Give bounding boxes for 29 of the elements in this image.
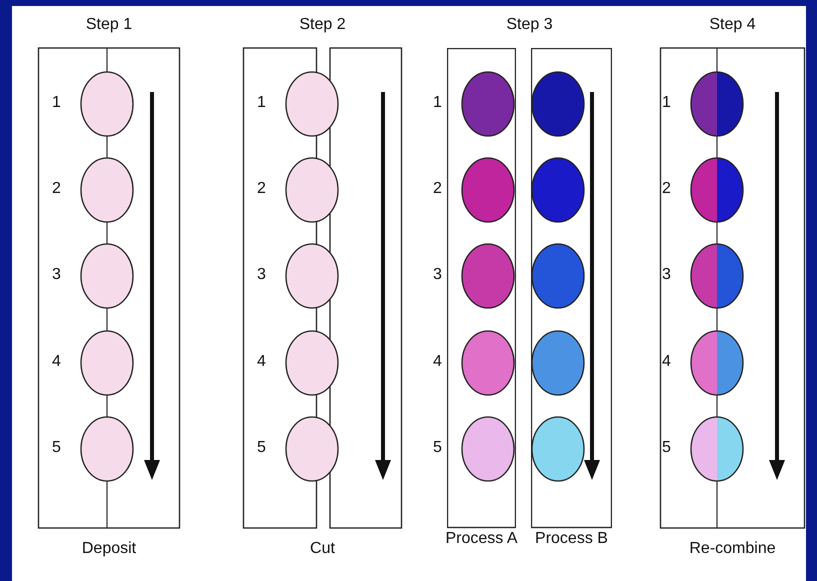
row-number: 1 bbox=[662, 94, 671, 112]
row-number: 5 bbox=[433, 439, 442, 457]
row-number: 3 bbox=[662, 266, 671, 284]
row-number: 3 bbox=[433, 266, 442, 284]
step-caption: Cut bbox=[309, 540, 336, 558]
row-number: 1 bbox=[52, 94, 61, 112]
process-caption: Process A bbox=[444, 530, 519, 548]
step-heading: Step 1 bbox=[84, 16, 134, 34]
row-number: 2 bbox=[662, 180, 671, 198]
step-caption: Deposit bbox=[80, 540, 138, 558]
row-number: 5 bbox=[52, 439, 61, 457]
row-number: 1 bbox=[257, 94, 266, 112]
row-number: 2 bbox=[257, 180, 266, 198]
row-number: 2 bbox=[433, 180, 442, 198]
row-number: 2 bbox=[52, 180, 61, 198]
step-caption: Re-combine bbox=[688, 540, 777, 558]
row-number: 5 bbox=[257, 439, 266, 457]
row-number: 5 bbox=[662, 439, 671, 457]
row-number: 4 bbox=[662, 353, 671, 371]
row-number: 1 bbox=[433, 94, 442, 112]
row-number: 3 bbox=[257, 266, 266, 284]
process-caption: Process B bbox=[534, 530, 609, 548]
row-number: 4 bbox=[433, 353, 442, 371]
step-heading: Step 4 bbox=[708, 16, 757, 34]
step-heading: Step 2 bbox=[298, 16, 347, 34]
row-number: 4 bbox=[257, 353, 266, 371]
row-number: 3 bbox=[52, 266, 61, 284]
step-heading: Step 3 bbox=[505, 16, 554, 34]
row-number: 4 bbox=[52, 353, 61, 371]
